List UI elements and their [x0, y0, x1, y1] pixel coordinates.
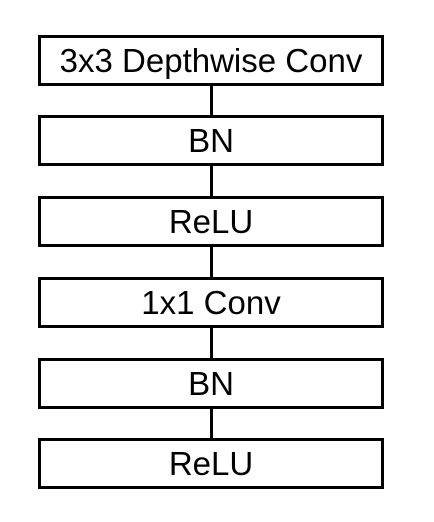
- connector-line: [210, 247, 213, 278]
- depthwise-conv-block: 3x3 Depthwise Conv: [38, 35, 384, 86]
- relu-label: ReLU: [168, 444, 254, 482]
- connector-line: [210, 328, 213, 359]
- connector-line: [210, 409, 213, 440]
- pointwise-conv-block: 1x1 Conv: [38, 277, 384, 328]
- relu-label: ReLU: [168, 202, 254, 240]
- connector-line: [210, 86, 213, 117]
- connector-line: [210, 166, 213, 197]
- depthwise-conv-label: 3x3 Depthwise Conv: [59, 41, 363, 79]
- pointwise-conv-label: 1x1 Conv: [141, 283, 281, 321]
- relu-block: ReLU: [38, 196, 384, 247]
- batch-norm-label: BN: [188, 121, 234, 159]
- batch-norm-block: BN: [38, 358, 384, 409]
- relu-block: ReLU: [38, 438, 384, 489]
- batch-norm-label: BN: [188, 364, 234, 402]
- batch-norm-block: BN: [38, 115, 384, 166]
